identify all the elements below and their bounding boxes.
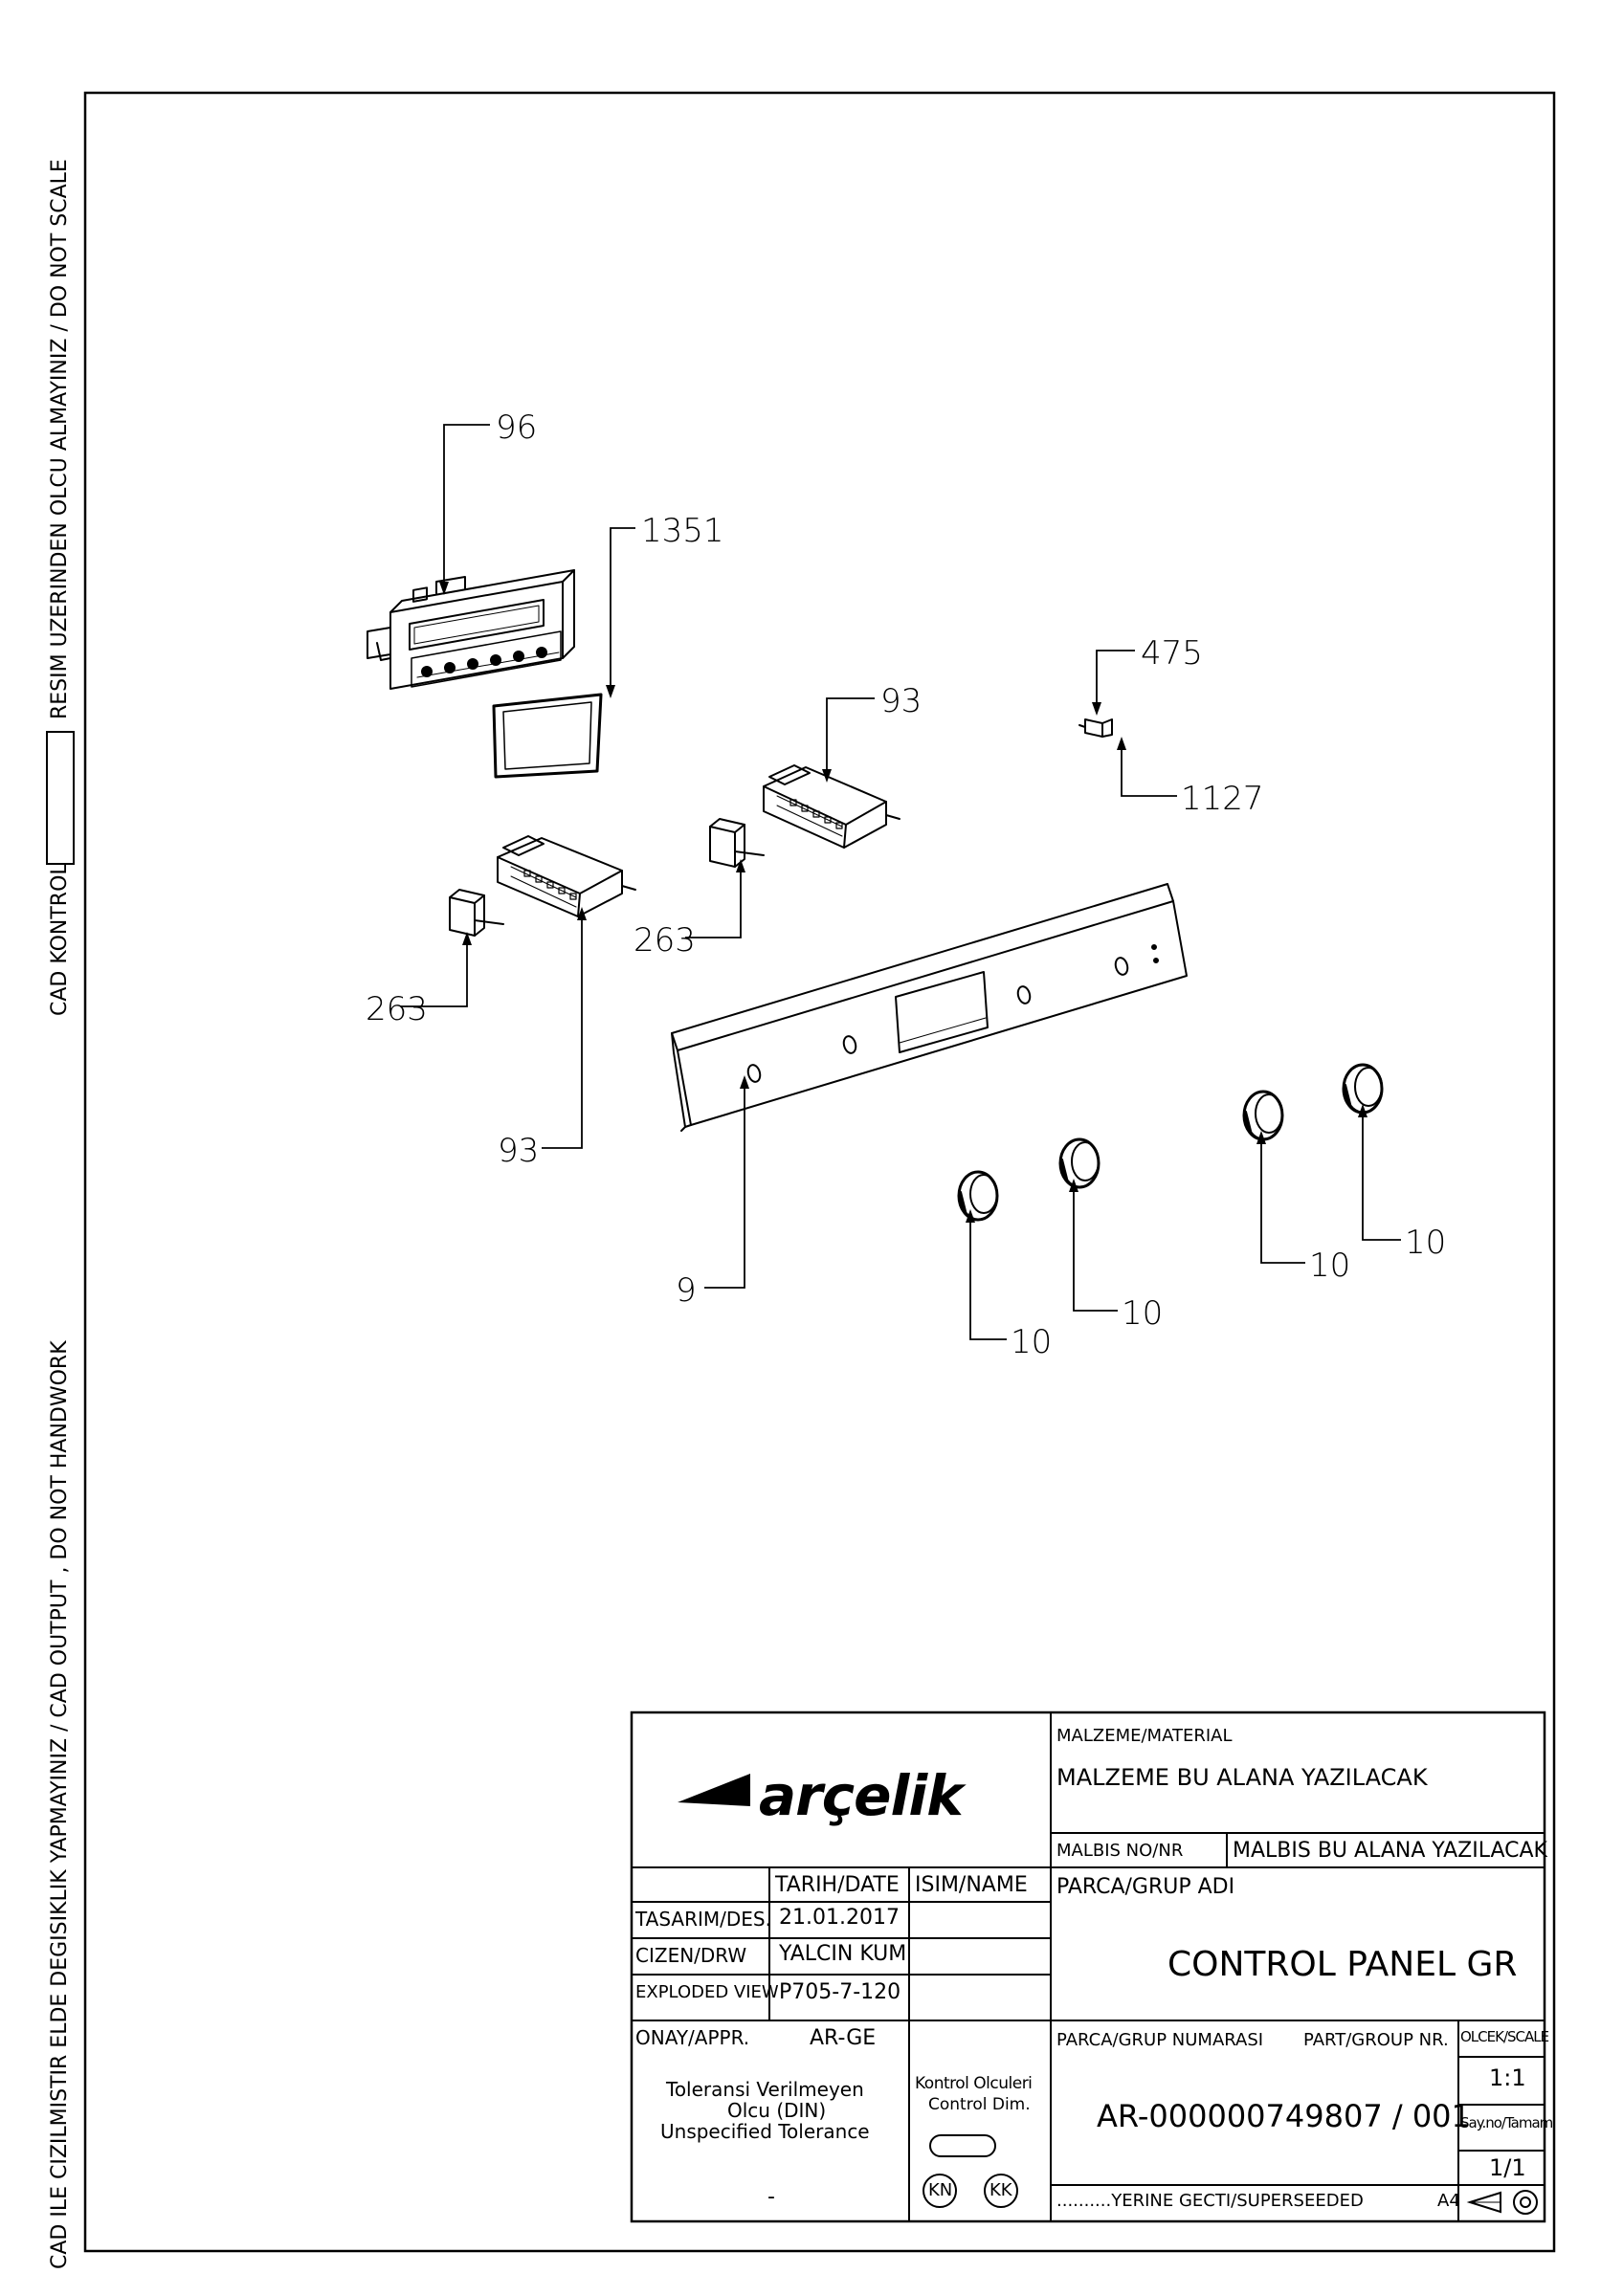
tolerance-line-2: Olcu (DIN) xyxy=(727,2099,827,2122)
callout-263-lower: 263 xyxy=(366,990,428,1028)
knob-1 xyxy=(957,1170,999,1222)
terminal-block-upper xyxy=(763,764,900,849)
relay-lower xyxy=(449,889,504,937)
callout-10-b: 10 xyxy=(1122,1294,1163,1333)
tolerance-line-3: Unspecified Tolerance xyxy=(660,2120,870,2143)
arcelik-logo-mark xyxy=(678,1774,750,1806)
clip-part xyxy=(1078,718,1113,738)
callout-9: 9 xyxy=(676,1271,697,1310)
exploded-view-label: EXPLODED VIEW xyxy=(635,1982,779,2002)
material-label: MALZEME/MATERIAL xyxy=(1056,1726,1233,1746)
material-value: MALZEME BU ALANA YAZILACAK xyxy=(1056,1764,1428,1791)
control-dim-line-2: Control Dim. xyxy=(928,2095,1031,2114)
kn-mark: KN xyxy=(928,2180,953,2200)
date-header: TARIH/DATE xyxy=(775,1873,900,1897)
kk-mark: KK xyxy=(989,2180,1012,2200)
part-name-label: PARCA/GRUP ADI xyxy=(1056,1875,1235,1899)
superseded-label: ..........YERINE GECTI/SUPERSEEDED xyxy=(1056,2191,1364,2211)
name-header: ISIM/NAME xyxy=(915,1873,1028,1897)
design-date: 21.01.2017 xyxy=(779,1906,900,1930)
control-dim-line-1: Kontrol Olculeri xyxy=(915,2074,1033,2093)
knob-2 xyxy=(1058,1137,1101,1189)
display-buttons xyxy=(412,586,428,603)
callout-1351: 1351 xyxy=(641,512,724,550)
arcelik-logo-text: arçelik xyxy=(759,1763,964,1828)
sheet-value: 1/1 xyxy=(1489,2154,1526,2181)
callout-263-upper: 263 xyxy=(634,921,696,960)
display-module-part xyxy=(367,569,575,690)
callout-1127: 1127 xyxy=(1181,780,1264,818)
designer-label: TASARIM/DES. xyxy=(635,1908,771,1931)
drawer-name: YALCIN KUM xyxy=(779,1942,907,1966)
part-name: CONTROL PANEL GR xyxy=(1167,1945,1518,1984)
callout-96: 96 xyxy=(496,408,537,447)
callout-475: 475 xyxy=(1141,634,1203,673)
title-block-grid xyxy=(630,1711,1546,2223)
scale-value: 1:1 xyxy=(1489,2064,1526,2091)
exploded-view-value: P705-7-120 xyxy=(779,1980,901,2004)
sheet-label: Say.no/Tamami xyxy=(1460,2114,1556,2131)
callout-10-a: 10 xyxy=(1011,1323,1052,1361)
callout-93-lower: 93 xyxy=(498,1132,539,1170)
tolerance-value: - xyxy=(767,2185,775,2209)
callout-10-d: 10 xyxy=(1405,1224,1446,1262)
part-number: AR-000000749807 / 001 xyxy=(1097,2098,1471,2134)
approval-value: AR-GE xyxy=(810,2026,877,2050)
sheet-border xyxy=(83,91,1556,2253)
part-number-label: PARCA/GRUP NUMARASI xyxy=(1056,2030,1264,2050)
leader-lines xyxy=(400,424,1401,1340)
knob-3 xyxy=(1242,1090,1284,1141)
approval-label: ONAY/APPR. xyxy=(635,2026,750,2049)
part-number-label-en: PART/GROUP NR. xyxy=(1303,2030,1449,2050)
paper-size: A4 xyxy=(1437,2191,1460,2211)
callout-93-upper: 93 xyxy=(880,682,922,720)
gasket-part xyxy=(492,693,603,779)
leader-arrowheads xyxy=(439,582,1367,1223)
control-panel-part xyxy=(671,883,1188,1132)
malbis-value: MALBIS BU ALANA YAZILACAK xyxy=(1233,1839,1547,1863)
scale-label: OLCEK/SCALE xyxy=(1460,2028,1549,2045)
malbis-label: MALBIS NO/NR xyxy=(1056,1841,1184,1861)
tolerance-line-1: Toleransi Verilmeyen xyxy=(666,2078,864,2101)
terminal-block-lower xyxy=(497,835,636,917)
drawer-label: CIZEN/DRW xyxy=(635,1944,747,1967)
callout-10-c: 10 xyxy=(1309,1247,1350,1285)
relay-upper xyxy=(709,818,765,868)
